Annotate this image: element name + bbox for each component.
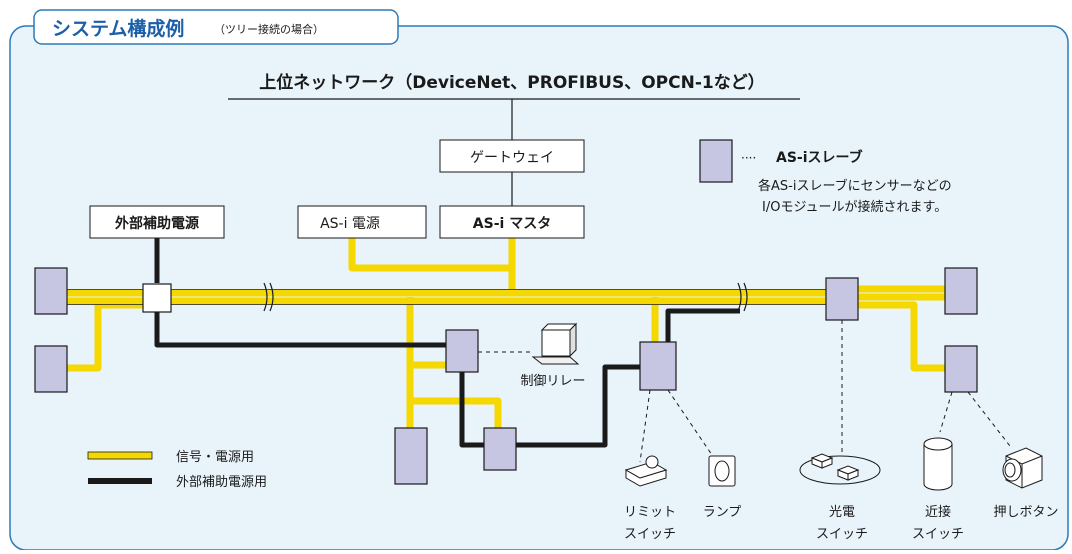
photo-switch-icon — [799, 453, 881, 485]
power-trunk — [348, 238, 512, 272]
legend-signal-line — [87, 451, 153, 460]
limit-switch-icon — [624, 455, 668, 487]
slave-legend-desc-2: I/Oモジュールが接続されます。 — [762, 199, 947, 215]
network-label: 上位ネットワーク（DeviceNet、PROFIBUS、OPCN-1など） — [259, 72, 764, 93]
slave-right-lamp — [639, 341, 677, 391]
push-button-icon — [1002, 447, 1043, 489]
legend-aux-line — [88, 478, 152, 484]
slave-legend-desc-1: 各AS-iスレーブにセンサーなどの — [758, 178, 952, 194]
legend-signal-label: 信号・電源用 — [176, 450, 254, 465]
break-mark-1 — [263, 282, 274, 312]
slave-bottom-2 — [483, 427, 517, 471]
title: システム構成例 — [52, 17, 184, 40]
slave-legend-icon — [699, 139, 733, 183]
slave-right-top — [944, 267, 978, 315]
slave-bottom-1 — [394, 427, 428, 485]
center-sub — [410, 361, 502, 428]
slave-right-junction — [825, 277, 859, 321]
svg-text:外部補助電源: 外部補助電源 — [115, 215, 199, 232]
subtitle: （ツリー接続の場合） — [214, 22, 324, 36]
svg-text:スイッチ: スイッチ — [816, 527, 868, 542]
svg-text:近接: 近接 — [925, 504, 951, 520]
slave-left-bottom — [34, 345, 68, 393]
slave-legend-title: AS-iスレーブ — [776, 149, 863, 166]
svg-text:スイッチ: スイッチ — [624, 527, 676, 542]
gateway-box — [439, 139, 585, 173]
proximity-switch-icon — [923, 437, 953, 491]
right-branch-2 — [858, 285, 945, 301]
right-branch-3 — [858, 301, 945, 372]
svg-text:ゲートウェイ: ゲートウェイ — [470, 150, 554, 166]
slave-legend-dots: ···· — [741, 151, 756, 165]
slave-right-bottom — [944, 345, 978, 393]
aux-power-box — [89, 205, 225, 239]
main-trunk — [67, 289, 828, 305]
slave-left-top — [34, 267, 68, 315]
svg-text:スイッチ: スイッチ — [912, 527, 964, 542]
svg-text:押しボタン: 押しボタン — [993, 505, 1058, 520]
aux-branch-1 — [154, 312, 446, 348]
svg-text:ランプ: ランプ — [703, 505, 742, 520]
svg-text:リミット: リミット — [624, 505, 676, 520]
aux-branch-4 — [665, 308, 740, 342]
junction-box — [142, 283, 172, 313]
power-box — [297, 205, 427, 239]
aux-branch-2 — [459, 370, 485, 448]
master-box — [439, 205, 585, 239]
lamp-icon — [708, 455, 736, 487]
title-tab — [33, 9, 399, 45]
legend-aux-label: 外部補助電源用 — [176, 475, 267, 490]
slave-center-top — [445, 329, 479, 373]
svg-text:AS-i マスタ: AS-i マスタ — [473, 216, 551, 232]
svg-text:AS-i 電源: AS-i 電源 — [320, 216, 380, 232]
svg-text:光電: 光電 — [829, 505, 855, 520]
left-branch — [67, 301, 145, 372]
aux-branch-3 — [515, 364, 640, 448]
break-mark-2 — [737, 282, 748, 312]
relay-label: 制御リレー — [520, 374, 585, 389]
relay-icon — [531, 322, 580, 365]
